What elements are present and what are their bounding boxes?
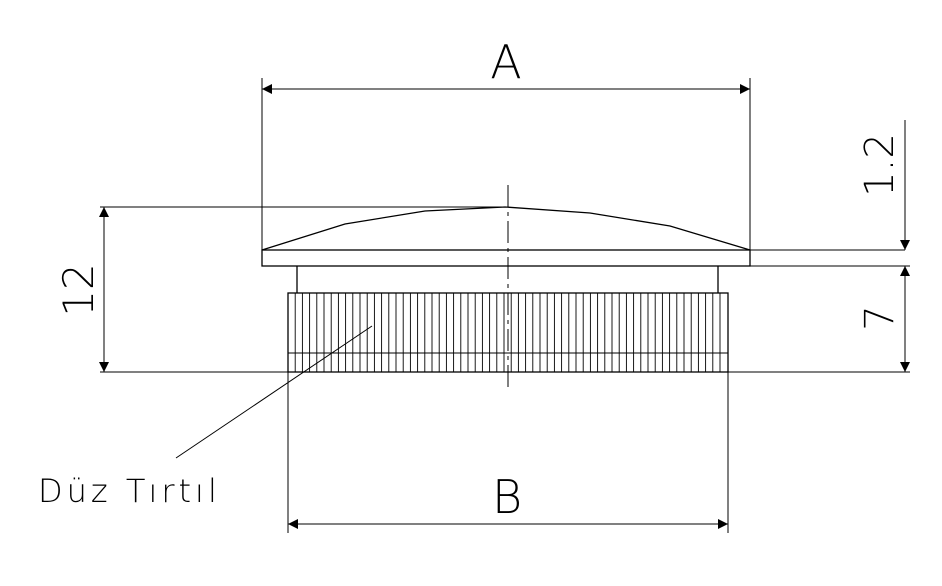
dimension-label-7: 7 [857, 305, 903, 330]
dimension-label-1-2: 1.2 [857, 133, 903, 197]
knurl-callout: Düz Tırtıl [38, 325, 373, 510]
dimension-label-a: A [490, 35, 521, 89]
dome-profile [261, 206, 751, 251]
dimension-right: 1.2 7 [728, 120, 910, 373]
knurl-pattern [294, 293, 721, 372]
cap-plate [261, 249, 751, 267]
dimension-total-height: 12 [54, 206, 505, 373]
callout-label: Düz Tırtıl [38, 472, 221, 510]
dimension-a: A [261, 35, 751, 250]
part-outline [261, 206, 751, 373]
dimension-label-b: B [492, 470, 522, 524]
dimension-b: B [287, 372, 729, 533]
leader-line [175, 325, 373, 459]
dimension-label-12: 12 [54, 263, 103, 316]
